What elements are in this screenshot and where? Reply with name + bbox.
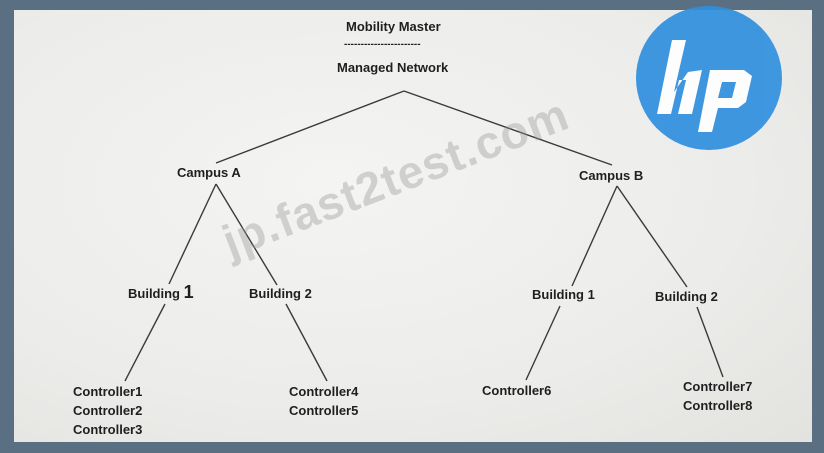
campus-a-building2-label: Building 2 bbox=[249, 286, 312, 301]
root-divider: ----------------------- bbox=[344, 39, 421, 50]
hp-logo-mark bbox=[657, 40, 752, 132]
building-text: Building bbox=[128, 286, 180, 301]
building-number: 1 bbox=[183, 282, 194, 302]
root-subtitle: Managed Network bbox=[337, 60, 449, 75]
controller-group-a1: Controller1 Controller2 Controller3 bbox=[73, 382, 142, 439]
controller-label: Controller8 bbox=[683, 398, 753, 413]
edge-root-campus-a bbox=[215, 90, 405, 164]
root-title: Mobility Master bbox=[346, 19, 441, 34]
edge-campus-a-building2 bbox=[215, 183, 278, 286]
campus-b-building2-label: Building 2 bbox=[655, 289, 718, 304]
campus-b-label: Campus B bbox=[579, 168, 644, 183]
controller-label: Controller7 bbox=[683, 379, 753, 394]
edge-campus-a-building1 bbox=[168, 183, 217, 285]
campus-a-building1-label: Building 1 bbox=[128, 283, 194, 303]
controller-label: Controller3 bbox=[73, 422, 143, 437]
controller-label: Controller4 bbox=[289, 384, 359, 399]
edge-b-building1-controllers bbox=[525, 305, 561, 381]
edge-b-building2-controllers bbox=[696, 306, 724, 378]
edge-a-building2-controllers bbox=[285, 303, 328, 382]
edge-a-building1-controllers bbox=[124, 303, 166, 382]
hp-logo bbox=[636, 6, 782, 150]
controller-label: Controller2 bbox=[73, 403, 143, 418]
controller-label: Controller6 bbox=[482, 383, 552, 398]
controller-label: Controller5 bbox=[289, 403, 359, 418]
edge-root-campus-b bbox=[403, 90, 613, 166]
edge-campus-b-building1 bbox=[571, 185, 618, 287]
controller-label: Controller1 bbox=[73, 384, 143, 399]
controller-group-a2: Controller4 Controller5 bbox=[289, 382, 358, 420]
controller-group-b1: Controller6 bbox=[482, 381, 551, 400]
edge-campus-b-building2 bbox=[616, 185, 688, 288]
campus-a-label: Campus A bbox=[177, 165, 241, 180]
controller-group-b2: Controller7 Controller8 bbox=[683, 377, 752, 415]
campus-b-building1-label: Building 1 bbox=[532, 287, 595, 302]
